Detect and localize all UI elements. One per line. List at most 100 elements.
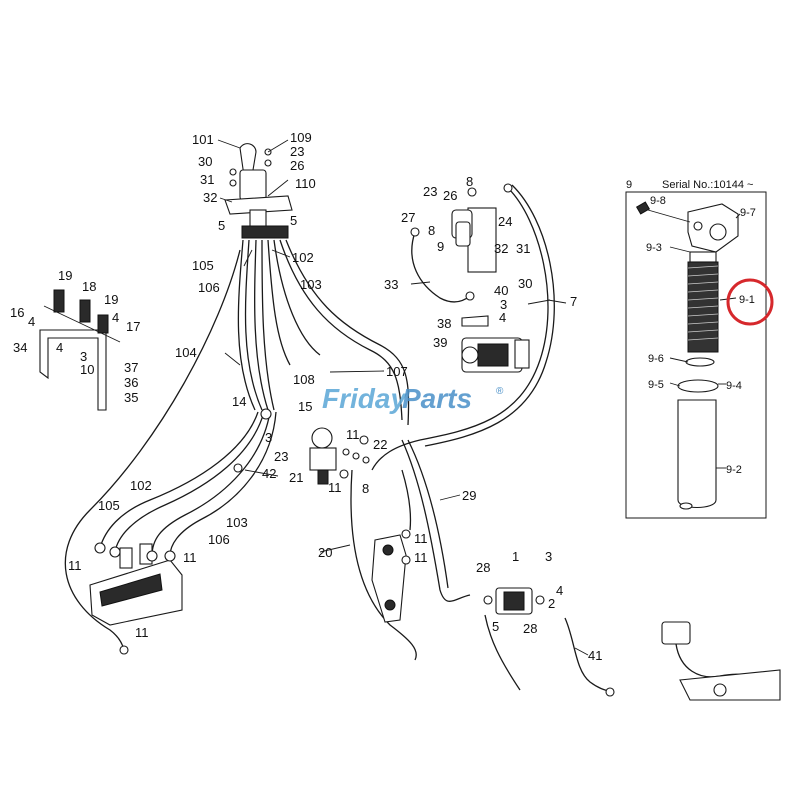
label-4-pump: 4: [499, 310, 506, 325]
inset-label-9-8: 9-8: [650, 195, 666, 207]
inset-label-9-4: 9-4: [726, 380, 742, 392]
callout-labels: 101 109 23 26 30 31 110 32 5 5 105 102 1…: [10, 130, 756, 663]
label-27: 27: [401, 210, 415, 225]
label-5-motor: 5: [492, 619, 499, 634]
label-28-bottom: 28: [523, 621, 537, 636]
label-4-b: 4: [112, 310, 119, 325]
label-102-low: 102: [130, 478, 152, 493]
label-23: 23: [290, 144, 304, 159]
label-11-valve-r: 11: [183, 550, 197, 565]
label-30: 30: [198, 154, 212, 169]
inset-label-9-7: 9-7: [740, 207, 756, 219]
label-8-acc: 8: [362, 481, 369, 496]
label-108: 108: [293, 372, 315, 387]
label-37: 37: [124, 360, 138, 375]
inset-label-9-6: 9-6: [648, 353, 664, 365]
label-102-top: 102: [292, 250, 314, 265]
label-106-top: 106: [198, 280, 220, 295]
inset-label-9-3: 9-3: [646, 242, 662, 254]
label-103-low: 103: [226, 515, 248, 530]
label-104: 104: [175, 345, 197, 360]
label-29: 29: [462, 488, 476, 503]
leader-lines: [217, 139, 589, 656]
label-4-motor: 4: [556, 583, 563, 598]
label-42: 42: [262, 466, 276, 481]
label-3-joy: 3: [265, 430, 272, 445]
frame-partial: [661, 621, 781, 701]
filter-assembly: [451, 187, 497, 273]
inset-label-9-5: 9-5: [648, 379, 664, 391]
label-15: 15: [298, 399, 312, 414]
label-41: 41: [588, 648, 602, 663]
label-16: 16: [10, 305, 24, 320]
accumulator-valve: [309, 427, 370, 485]
watermark-part1: Friday: [322, 383, 407, 414]
watermark-logo: Friday Parts ®: [322, 383, 504, 414]
label-14: 14: [232, 394, 246, 409]
label-105-top: 105: [192, 258, 214, 273]
label-39: 39: [433, 335, 447, 350]
label-105-low: 105: [98, 498, 120, 513]
joystick-assembly: [224, 143, 293, 239]
label-110: 110: [295, 176, 316, 191]
label-5-left: 5: [218, 218, 225, 233]
filter-element-pleats: [687, 261, 719, 353]
label-101: 101: [192, 132, 214, 147]
label-28-top: 28: [476, 560, 490, 575]
label-20: 20: [318, 545, 332, 560]
label-11-bracket-t: 11: [414, 531, 428, 546]
label-31: 31: [200, 172, 214, 187]
inset-serial-note: Serial No.:10144 ~: [662, 179, 753, 191]
label-24: 24: [498, 214, 512, 229]
motor-bracket: [371, 534, 407, 623]
label-5-right: 5: [290, 213, 297, 228]
label-32: 32: [203, 190, 217, 205]
hose-lines: [64, 184, 613, 693]
label-17: 17: [126, 319, 140, 334]
pedal-bracket: [39, 289, 121, 411]
label-9: 9: [437, 239, 444, 254]
highlight-circle: [726, 278, 774, 326]
label-26-filter: 26: [443, 188, 457, 203]
label-10: 10: [80, 362, 94, 377]
label-36: 36: [124, 375, 138, 390]
label-19-a: 19: [58, 268, 72, 283]
label-19-b: 19: [104, 292, 118, 307]
label-26: 26: [290, 158, 304, 173]
label-31-filter: 31: [516, 241, 530, 256]
label-11-acc: 11: [346, 427, 360, 442]
label-4-a: 4: [28, 314, 35, 329]
label-107: 107: [386, 364, 408, 379]
label-103-top: 103: [300, 277, 322, 292]
label-23-acc: 23: [274, 449, 288, 464]
label-23-filter: 23: [423, 184, 437, 199]
label-30-filter: 30: [518, 276, 532, 291]
watermark-reg: ®: [496, 386, 504, 397]
label-3-bracket: 3: [80, 349, 87, 364]
label-33: 33: [384, 277, 398, 292]
label-40: 40: [494, 283, 508, 298]
label-8-top: 8: [466, 174, 473, 189]
inset-label-9-2: 9-2: [726, 464, 742, 476]
fittings: [233, 183, 615, 697]
label-8-filter: 8: [428, 223, 435, 238]
label-2: 2: [548, 596, 555, 611]
control-valve-block: [89, 542, 183, 655]
inset-box: [625, 191, 774, 519]
gear-motor: [483, 587, 545, 615]
label-11-bracket-b: 11: [414, 550, 428, 565]
label-11-acc-b: 11: [328, 480, 342, 495]
label-3-motor: 3: [545, 549, 552, 564]
label-109: 109: [290, 130, 312, 145]
label-22: 22: [373, 437, 387, 452]
watermark-part2: Parts: [402, 383, 472, 414]
pump-assembly: [461, 315, 530, 373]
label-21: 21: [289, 470, 303, 485]
label-32-filter: 32: [494, 241, 508, 256]
inset-group-number: 9: [626, 179, 632, 191]
inset-label-9-1: 9-1: [739, 294, 755, 306]
label-34: 34: [13, 340, 27, 355]
label-1: 1: [512, 549, 519, 564]
